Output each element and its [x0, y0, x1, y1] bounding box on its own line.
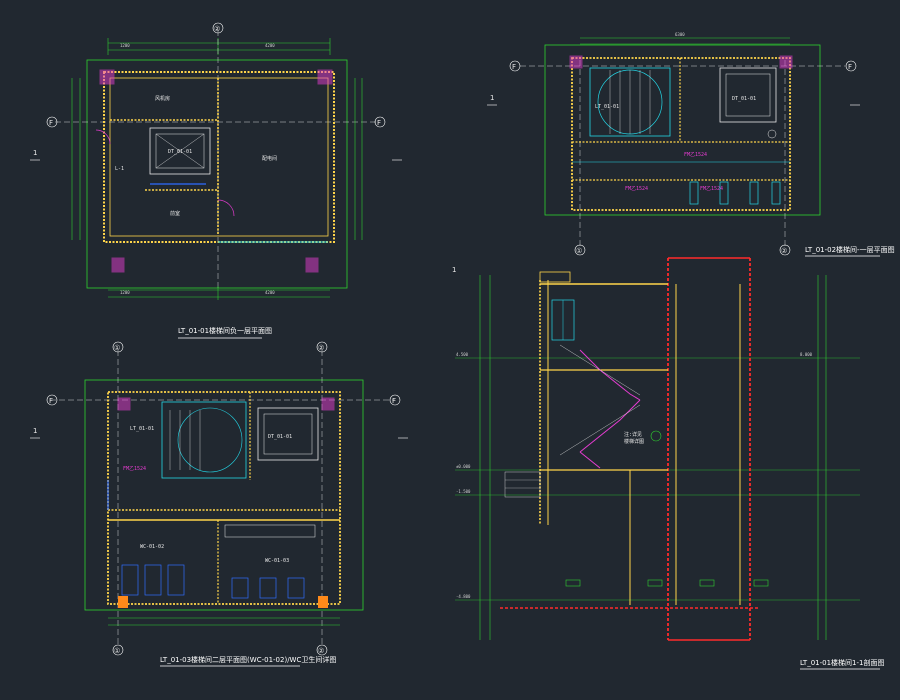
plan3-room-elevator: DT_01-01 — [268, 434, 292, 440]
plan2-door-3: FM乙1524 — [700, 185, 723, 192]
plan2-title: LT_01-02楼梯间-一层平面图 — [805, 245, 895, 254]
plan3-axis-f-left: F — [49, 397, 53, 405]
section-mark-left: 1 — [33, 149, 37, 157]
plan3-room-wc1: WC-01-02 — [140, 544, 164, 550]
plan-basement-stair: 1200 4200 ② F F 1 DT_01-01 — [30, 22, 402, 339]
plan-second-floor-wc: ① ② ① ② F F 1 LT_01-01 — [30, 341, 408, 667]
plan2-axis-f-left: F — [512, 63, 516, 71]
plan3-section-mark: 1 — [33, 427, 37, 435]
plan1-title: LT_01-01楼梯间负一层平面图 — [178, 326, 272, 335]
plan3-axis-top-2: ② — [318, 344, 324, 352]
level-m150: -1.500 — [456, 489, 471, 494]
plan2-axis-f-right: F — [848, 63, 852, 71]
room-label-lobby: 前室 — [170, 210, 180, 217]
plan3-door-label: FM乙1524 — [123, 465, 146, 472]
plan2-room-elevator: DT_01-01 — [732, 96, 756, 102]
section-title: LT_01-01楼梯间1-1剖面图 — [800, 658, 885, 667]
axis-bubble-f-right: F — [377, 119, 381, 127]
plan2-dim-top: 6300 — [675, 32, 685, 37]
room-label-fan: 风机房 — [155, 95, 170, 102]
plan2-section-mark: 1 — [490, 94, 494, 102]
plan3-title: LT_01-03楼梯间二层平面图(WC-01-02)/WC卫生间详图 — [160, 655, 336, 664]
section-note-2: 楼梯详图 — [624, 438, 644, 445]
plan2-door-1: FM乙1524 — [684, 151, 707, 158]
section-1-1: 1 4.500 ±0.000 -1.500 -4.800 8.000 — [452, 257, 885, 670]
plan3-axis-bottom-1: ① — [114, 647, 120, 655]
section-note-1: 注:详见 — [624, 431, 642, 438]
room-label-l1: L-1 — [115, 166, 124, 172]
axis-bubble-f-left: F — [49, 119, 53, 127]
room-label-elevator: DT_01-01 — [168, 149, 192, 155]
dim-bottom-1: 1200 — [120, 290, 130, 295]
level-m480: -4.800 — [456, 594, 471, 599]
dim-top-2: 4200 — [265, 43, 275, 48]
axis-bubble-2: ② — [214, 25, 220, 33]
plan3-axis-bottom-2: ② — [318, 647, 324, 655]
plan3-axis-top-1: ① — [114, 344, 120, 352]
room-label-power: 配电间 — [262, 155, 277, 162]
level-800: 8.000 — [800, 352, 813, 357]
plan2-room-stair: LT_01-01 — [595, 104, 619, 110]
plan2-door-2: FM乙1524 — [625, 185, 648, 192]
dim-bottom-2: 4200 — [265, 290, 275, 295]
plan-ground-stair: 6300 F F ① ② 1 L — [487, 32, 895, 257]
plan3-room-stair: LT_01-01 — [130, 426, 154, 432]
plan3-axis-f-right: F — [392, 397, 396, 405]
level-000: ±0.000 — [456, 464, 471, 469]
plan3-room-wc2: WC-01-03 — [265, 558, 289, 564]
level-450: 4.500 — [456, 352, 469, 357]
plan2-axis-2: ② — [781, 247, 787, 255]
plan2-axis-1: ① — [576, 247, 582, 255]
dim-top-1: 1200 — [120, 43, 130, 48]
section-mark: 1 — [452, 266, 456, 274]
